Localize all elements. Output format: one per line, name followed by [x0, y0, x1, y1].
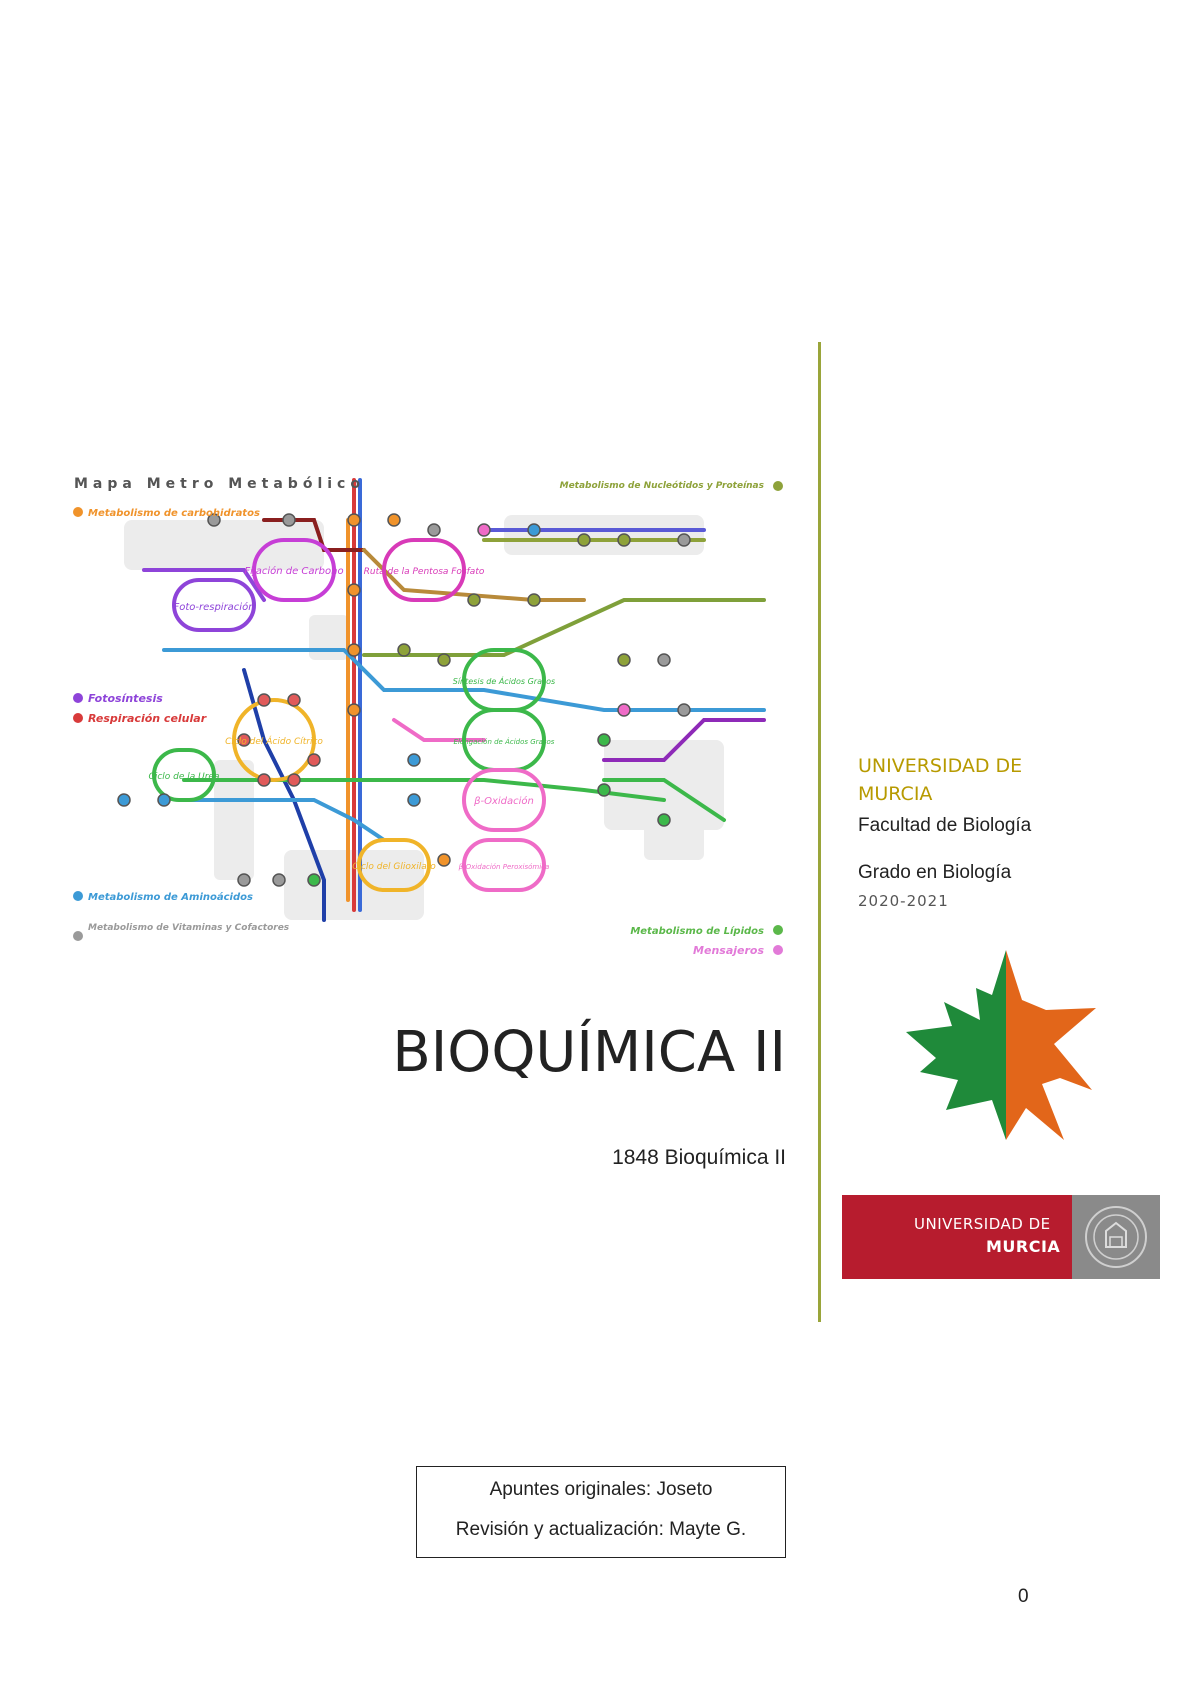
cycle-label-elongacion-ag: Elongación de Ácidos Grasos: [454, 737, 555, 746]
legend-swatch-nucleotidos: [773, 481, 783, 491]
legend-carbohidratos: Metabolismo de carbohidratos: [88, 508, 260, 519]
cycle-label-glioxilato: Ciclo del Glioxilato: [352, 862, 436, 872]
academic-year: 2020-2021: [858, 892, 949, 910]
university-name: UNIVERSIDAD DE MURCIA: [858, 755, 1023, 805]
legend-swatch-lipidos: [773, 925, 783, 935]
legend-mensajeros: Mensajeros: [693, 944, 764, 957]
credits-revision: Revisión y actualización: Mayte G.: [455, 1519, 747, 1540]
vertical-divider: [818, 342, 821, 1322]
cycle-label-fotorespiracion: Foto-respiración: [173, 601, 254, 613]
cycle-label-beta-ox-peroxisomica: β-Oxidación Peroxisómica: [459, 863, 550, 871]
metro-map-graphic: Mapa Metro Metabólico Fijación de Carbon…: [73, 476, 783, 957]
university-banner-logo: UNIVERSIDAD DE MURCIA: [842, 1195, 1160, 1279]
legend-vitaminas: Metabolismo de Vitaminas y Cofactores: [88, 923, 290, 933]
cycle-label-fijacion: Fijación de Carbono: [244, 565, 343, 577]
cycle-label-acido-citrico: Ciclo del Ácido Cítrico: [225, 735, 323, 747]
degree-name: Grado en Biología: [858, 862, 1012, 883]
legend-swatch-carbohidratos: [73, 507, 83, 517]
cycle-label-sintesis-ag: Síntesis de Ácidos Grasos: [453, 675, 555, 686]
metabolic-metro-map: Mapa Metro Metabólico Fijación de Carbon…: [64, 460, 796, 1000]
cycle-label-beta-oxidacion: β-Oxidación: [473, 795, 534, 807]
university-seal-icon: [1072, 1195, 1160, 1279]
legend-respiracion: Respiración celular: [88, 712, 207, 725]
banner-line-1: UNIVERSIDAD DE: [914, 1215, 1051, 1233]
page-number: 0: [1018, 1586, 1029, 1607]
document-title: BIOQUÍMICA II: [392, 1020, 786, 1085]
cycle-label-urea: Ciclo de la Urea: [149, 772, 220, 782]
course-code: 1848 Bioquímica II: [612, 1146, 786, 1169]
legend-swatch-fotosintesis: [73, 693, 83, 703]
metro-map-title: Mapa Metro Metabólico: [74, 476, 365, 492]
banner-line-2: MURCIA: [986, 1237, 1061, 1256]
faculty-name: Facultad de Biología: [858, 815, 1032, 836]
legend-swatch-respiracion: [73, 713, 83, 723]
legend-nucleotidos: Metabolismo de Nucleótidos y Proteínas: [560, 480, 765, 491]
legend-aminoacidos: Metabolismo de Aminoácidos: [88, 891, 253, 903]
legend-fotosintesis: Fotosíntesis: [88, 692, 163, 705]
credits-box: Apuntes originales: Joseto Revisión y ac…: [416, 1466, 786, 1558]
credits-original-notes: Apuntes originales: Joseto: [489, 1479, 713, 1500]
legend-lipidos: Metabolismo de Lípidos: [630, 925, 764, 937]
legend-swatch-aminoacidos: [73, 891, 83, 901]
cycle-label-pentosa: Ruta de la Pentosa Fosfato: [364, 567, 485, 577]
leaf-star-logo-icon: [906, 950, 1096, 1140]
legend-swatch-vitaminas: [73, 931, 83, 941]
faculty-logo: [896, 940, 1116, 1150]
legend-swatch-mensajeros: [773, 945, 783, 955]
